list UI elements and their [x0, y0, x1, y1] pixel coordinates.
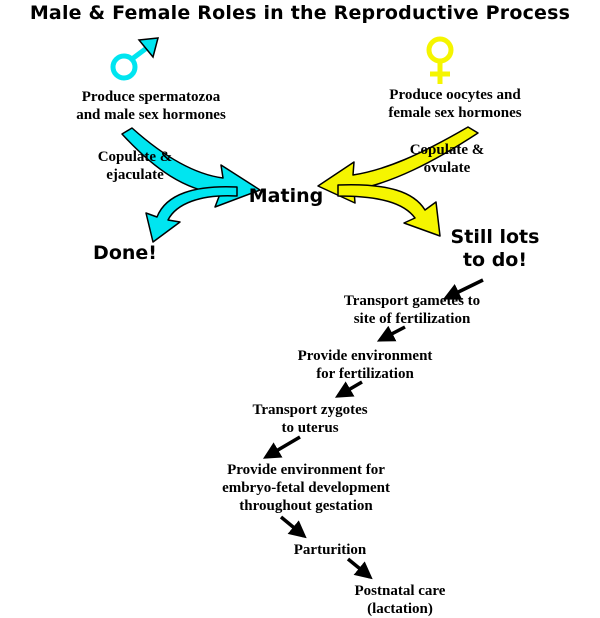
- male-outcome-label: Done!: [93, 242, 157, 264]
- step-parturition: Parturition: [293, 542, 367, 558]
- male-produce-text: Produce spermatozoa and male sex hormone…: [76, 89, 226, 123]
- step-environment-gestation: Provide environment for embryo-fetal dev…: [222, 462, 390, 514]
- step-arrows: [262, 278, 484, 580]
- diagram-title: Male & Female Roles in the Reproductive …: [29, 2, 571, 24]
- step-transport-gametes: Transport gametes to site of fertilizati…: [343, 293, 481, 327]
- female-produce-text: Produce oocytes and female sex hormones: [388, 87, 522, 121]
- step-postnatal-care: Postnatal care (lactation): [354, 583, 446, 617]
- female-act-text: Copulate & ovulate: [409, 142, 485, 176]
- mating-to-still-lots-arrow: [337, 183, 441, 237]
- step-arrow: [376, 325, 406, 342]
- step-transport-zygotes: Transport zygotes to uterus: [252, 402, 368, 436]
- female-symbol-icon: [426, 36, 454, 84]
- female-to-mating-arrow: [317, 126, 479, 204]
- step-environment-fertilization: Provide environment for fertilization: [297, 348, 433, 382]
- step-arrow: [442, 278, 484, 300]
- mating-to-done-arrow: [145, 185, 238, 243]
- step-arrow: [346, 557, 373, 580]
- mating-label: Mating: [248, 185, 324, 207]
- step-arrow: [262, 435, 301, 459]
- step-arrow: [279, 515, 307, 539]
- male-act-text: Copulate & ejaculate: [97, 149, 173, 183]
- female-outcome-label: Still lots to do!: [450, 226, 540, 271]
- step-arrow: [334, 380, 363, 398]
- male-symbol-icon: [110, 37, 160, 81]
